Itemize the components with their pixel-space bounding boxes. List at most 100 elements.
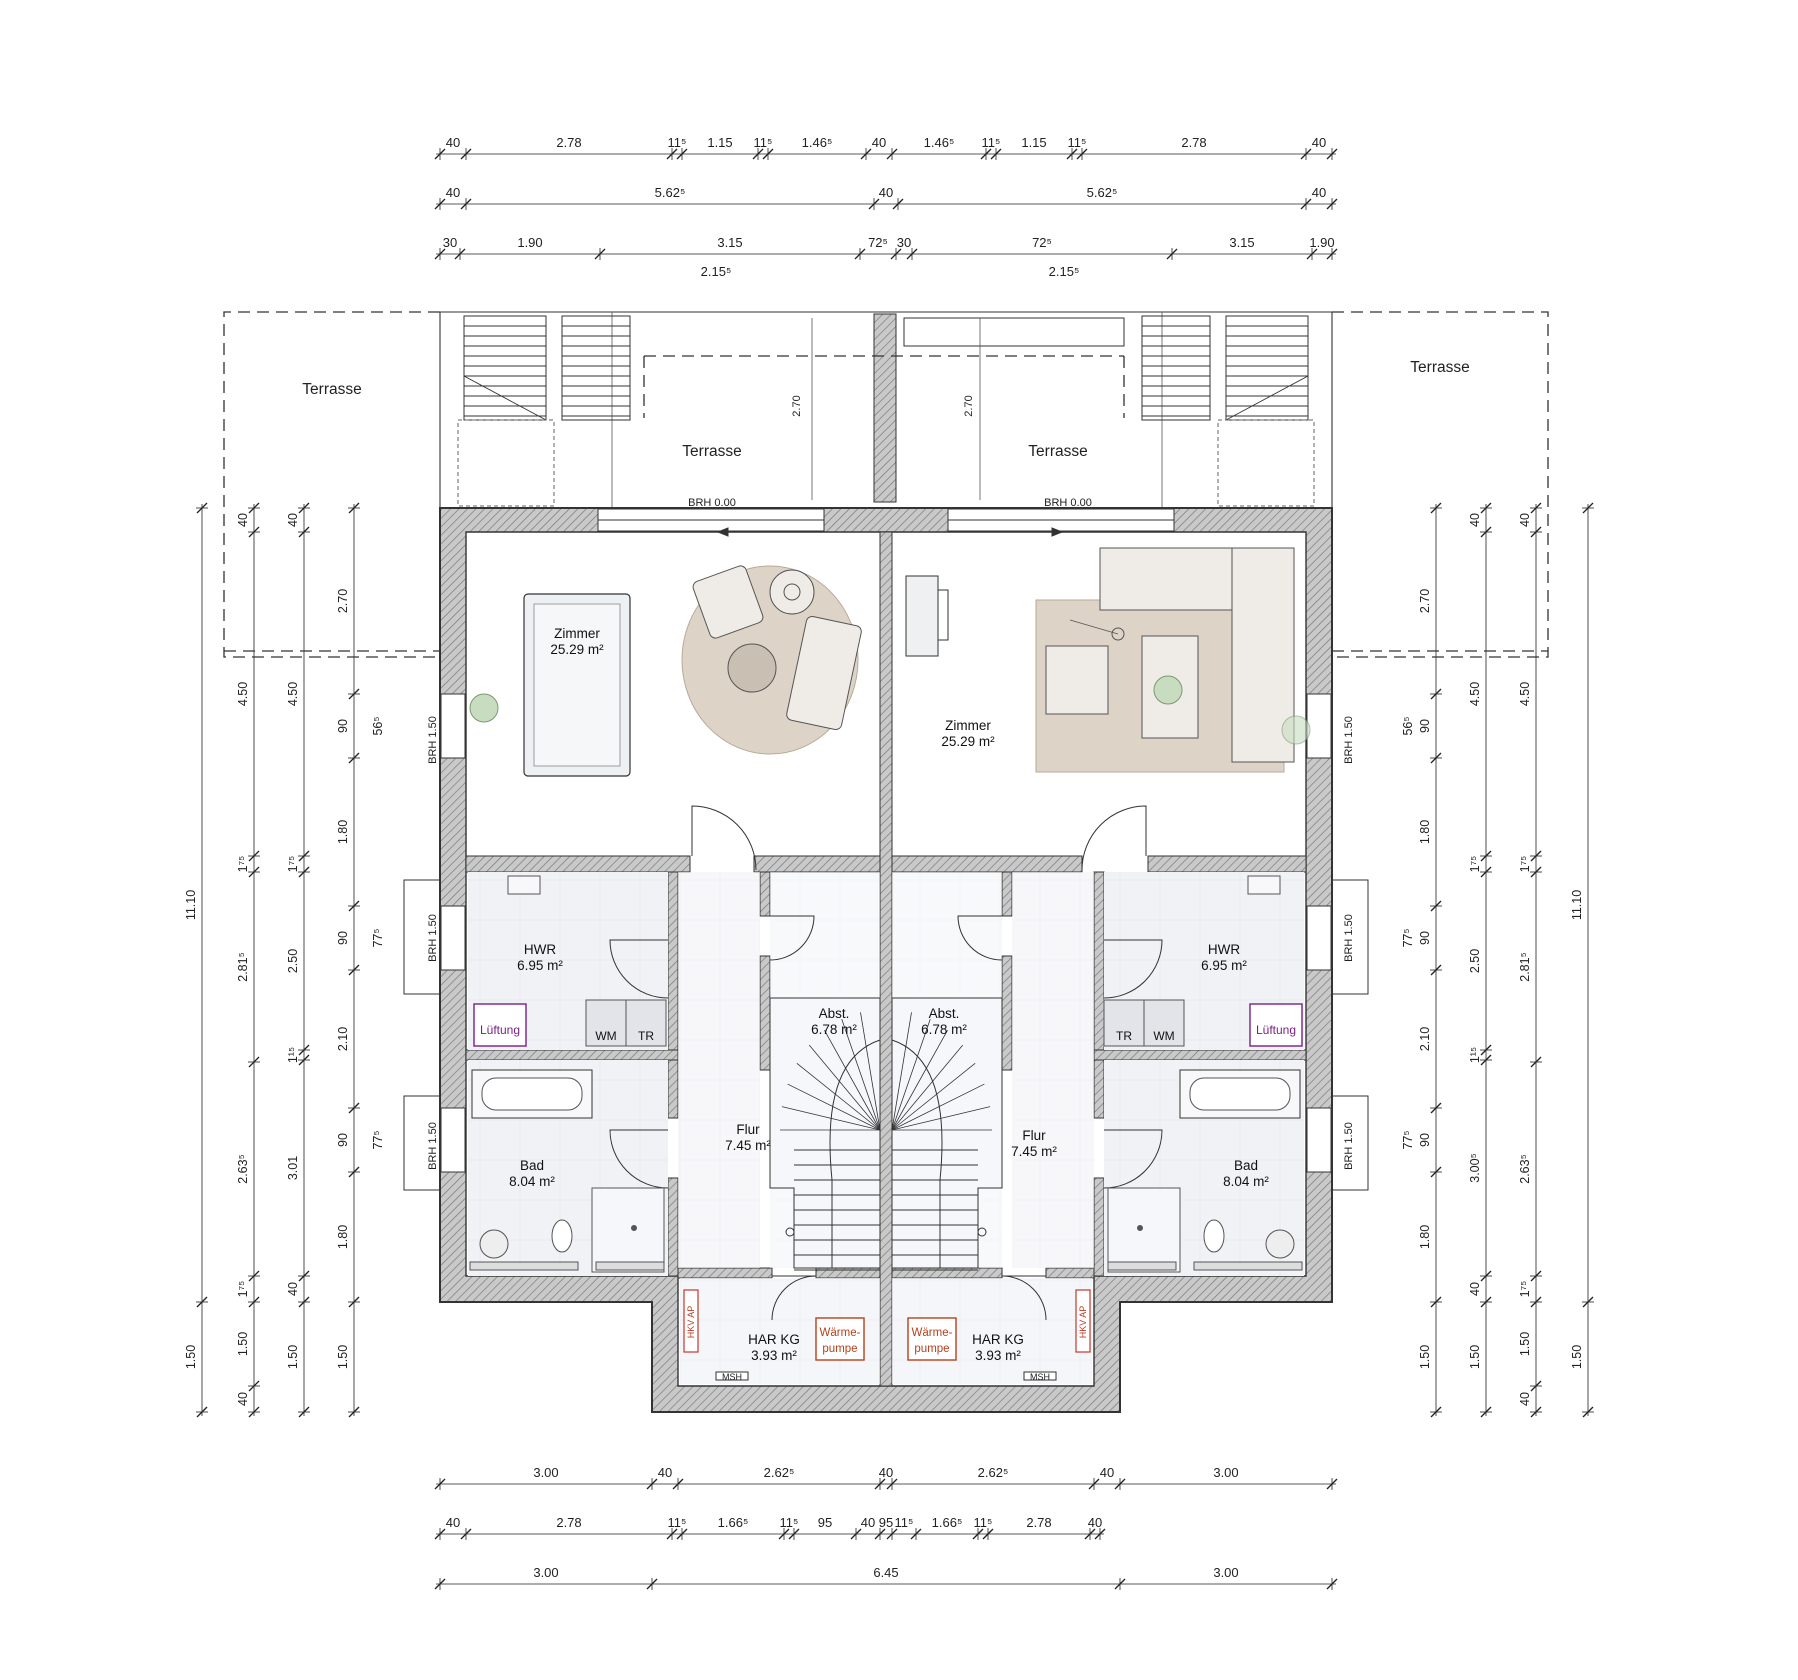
brh-side-right-2: BRH 1.50: [1343, 914, 1355, 962]
room-area-zimmer-left: 25.29 m²: [550, 642, 604, 657]
dim-top2-2: 40: [879, 185, 893, 200]
dim-left4-0: 2.70: [336, 589, 350, 613]
dim-top3-7: 1.90: [1309, 235, 1334, 250]
dim-right4-5: 90: [1418, 1133, 1432, 1147]
room-name-hwr-left: HWR: [524, 942, 556, 957]
dim-right1-1: 1.50: [1570, 1345, 1584, 1369]
dim-right5-1: 77⁵: [1401, 928, 1415, 947]
dim-left2-5: 1⁷⁵: [236, 1281, 250, 1298]
dim-top2-0: 40: [446, 185, 460, 200]
dim-bot2-9: 1.66⁵: [932, 1515, 963, 1530]
room-name-flur-right: Flur: [1022, 1128, 1046, 1143]
dim-bot1-6: 3.00: [1213, 1465, 1238, 1480]
dim-bot2-4: 11⁵: [780, 1515, 799, 1530]
dim-right2-1: 4.50: [1518, 682, 1532, 706]
dim-right3-5: 3.00⁵: [1468, 1153, 1482, 1183]
dim-top2-1: 5.62⁵: [655, 185, 686, 200]
dim-left4-3: 90: [336, 931, 350, 945]
dim-left2-0: 40: [236, 513, 250, 527]
brh-side-left-1: BRH 1.50: [427, 716, 439, 764]
exterior-stairs-right: [1141, 315, 1315, 507]
interior-stair-left: [769, 997, 881, 1271]
dim-left2-7: 40: [236, 1392, 250, 1406]
dim-left5-1: 77⁵: [371, 928, 385, 947]
dim-top1-10: 11⁵: [1068, 135, 1087, 150]
technical-equipment: [683, 1289, 1091, 1381]
dim-right4-1: 90: [1418, 719, 1432, 733]
dim-bot3-0: 3.00: [533, 1565, 558, 1580]
room-area-har-left: 3.93 m²: [751, 1348, 797, 1363]
dim-right2-4: 2.63⁵: [1518, 1154, 1532, 1184]
dim-bot1-2: 2.62⁵: [764, 1465, 795, 1480]
room-area-zimmer-right: 25.29 m²: [941, 734, 995, 749]
room-area-flur-right: 7.45 m²: [1011, 1144, 1057, 1159]
dim-left2-1: 4.50: [236, 682, 250, 706]
dim-right5-0: 56⁵: [1401, 716, 1415, 735]
waerme-label-right-2: pumpe: [914, 1343, 949, 1355]
dim-left4-1: 90: [336, 719, 350, 733]
tr-label-right: TR: [1116, 1029, 1132, 1043]
dim-top2-3: 5.62⁵: [1087, 185, 1118, 200]
dim-left2-3: 2.81⁵: [236, 952, 250, 982]
terrace-depth-left: 2.70: [791, 395, 803, 416]
dim-right3-3: 2.50: [1468, 949, 1482, 973]
billiard-table: [523, 593, 631, 777]
dim-bot3-2: 3.00: [1213, 1565, 1238, 1580]
dim-top3-sub-0: 2.15⁵: [701, 264, 732, 279]
dim-left2-2: 1⁷⁵: [236, 856, 250, 873]
room-area-flur-left: 7.45 m²: [725, 1138, 771, 1153]
dim-left2-6: 1.50: [236, 1332, 250, 1356]
dim-bot2-2: 11⁵: [668, 1515, 687, 1530]
dim-top1-9: 1.15: [1021, 135, 1046, 150]
dim-bot1-1: 40: [658, 1465, 672, 1480]
dim-left3-2: 1⁷⁵: [286, 856, 300, 873]
terrace-label-center-left: Terrasse: [682, 443, 741, 460]
dim-right4-2: 1.80: [1418, 820, 1432, 844]
fixtures-left: [469, 875, 667, 1273]
plant-left: [469, 693, 499, 723]
brh-side-right-1: BRH 1.50: [1343, 716, 1355, 764]
dim-left4-5: 90: [336, 1133, 350, 1147]
dim-bot2-5: 95: [818, 1515, 832, 1530]
dim-right3-2: 1⁷⁵: [1468, 856, 1482, 873]
dim-left3-7: 1.50: [286, 1345, 300, 1369]
lueftung-label-left: Lüftung: [480, 1023, 520, 1037]
dim-bot1-5: 40: [1100, 1465, 1114, 1480]
living-rug-right: [1035, 547, 1295, 773]
brh-side-left-2: BRH 1.50: [427, 914, 439, 962]
tr-label-left: TR: [638, 1029, 654, 1043]
dim-left4-4: 2.10: [336, 1027, 350, 1051]
room-area-hwr-left: 6.95 m²: [517, 958, 563, 973]
dim-top3-sub-1: 2.15⁵: [1049, 264, 1080, 279]
dim-right1-0: 11.10: [1570, 890, 1584, 920]
room-area-bad-left: 8.04 m²: [509, 1174, 555, 1189]
dim-bot2-0: 40: [446, 1515, 460, 1530]
room-name-har-right: HAR KG: [972, 1332, 1024, 1347]
dim-top1-8: 11⁵: [982, 135, 1001, 150]
wm-label-right: WM: [1153, 1029, 1174, 1043]
waerme-label-left-2: pumpe: [822, 1343, 857, 1355]
dim-right4-4: 2.10: [1418, 1027, 1432, 1051]
room-name-flur-left: Flur: [736, 1122, 760, 1137]
dim-right3-1: 4.50: [1468, 682, 1482, 706]
terrace-area: [223, 311, 1549, 658]
dim-right3-6: 40: [1468, 1282, 1482, 1296]
dim-left2-4: 2.63⁵: [236, 1154, 250, 1184]
dim-right2-5: 1⁷⁵: [1518, 1281, 1532, 1298]
dim-top1-6: 40: [872, 135, 886, 150]
dim-top1-4: 11⁵: [754, 135, 773, 150]
dim-left1-1: 1.50: [184, 1345, 198, 1369]
dim-top1-2: 11⁵: [668, 135, 687, 150]
brh-top-right: BRH 0.00: [1044, 497, 1092, 509]
dim-top3-4: 30: [897, 235, 911, 250]
dim-bot2-12: 40: [1088, 1515, 1102, 1530]
room-area-abst-left: 6.78 m²: [811, 1022, 857, 1037]
terrace-depth-right: 2.70: [963, 395, 975, 416]
dim-bot1-4: 2.62⁵: [978, 1465, 1009, 1480]
room-labels: Zimmer 25.29 m² HWR 6.95 m² Abst. 6.78 m…: [509, 626, 1269, 1363]
dim-right4-3: 90: [1418, 931, 1432, 945]
room-name-zimmer-right: Zimmer: [945, 718, 991, 733]
dim-bot2-6: 40: [861, 1515, 875, 1530]
dim-right3-0: 40: [1468, 513, 1482, 527]
